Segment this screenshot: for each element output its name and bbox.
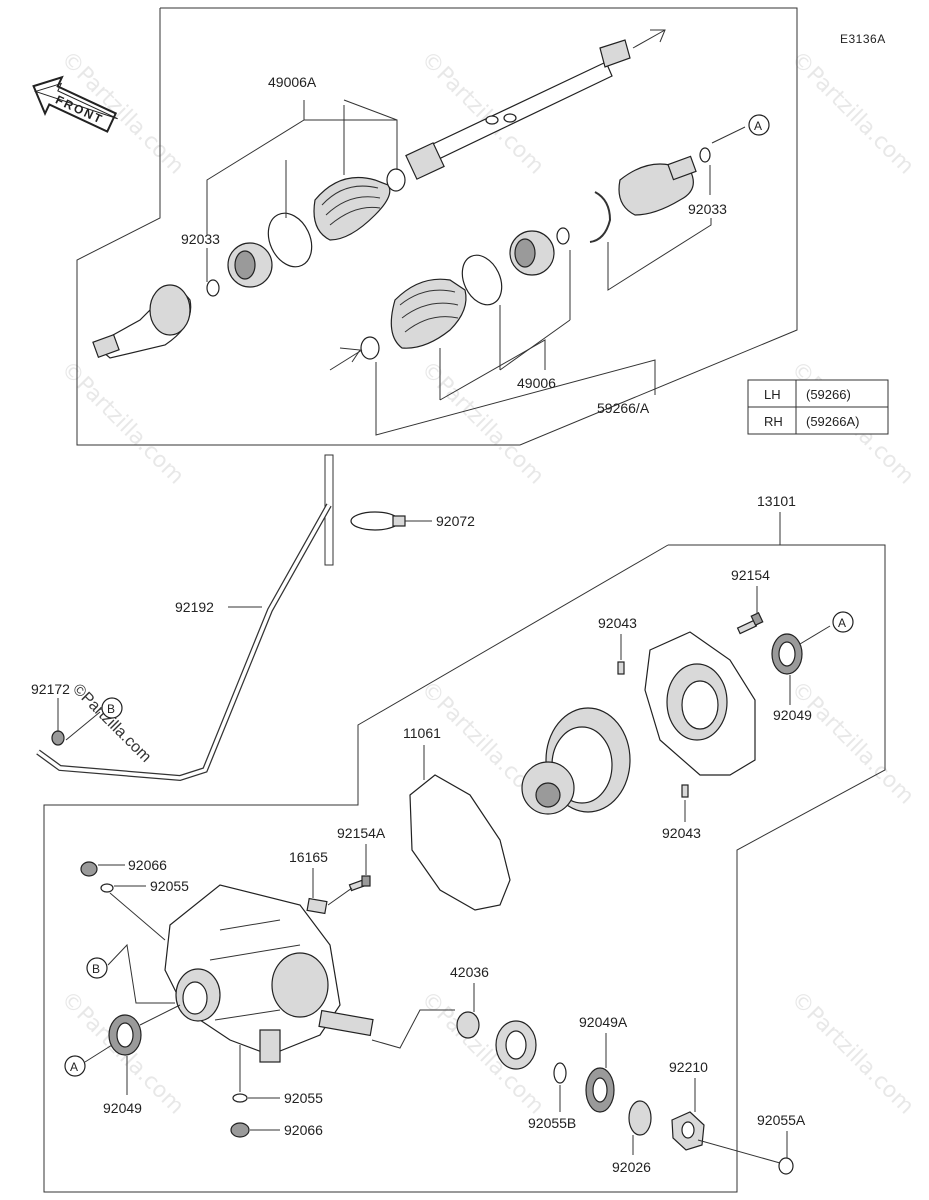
- boot-band-small-left: [386, 168, 406, 192]
- part-label: 92055: [150, 878, 189, 894]
- part-label: 92066: [284, 1122, 323, 1138]
- watermark: ©Partzilla.com: [786, 987, 919, 1120]
- dowel-pin-bottom: [681, 784, 689, 798]
- washer: [628, 1100, 652, 1136]
- watermark: ©Partzilla.com: [786, 677, 919, 810]
- pinion-shaft: [318, 1009, 374, 1037]
- callout-label: B: [107, 702, 115, 716]
- gear-case-housing: [164, 884, 341, 1063]
- callout-a-right: A: [832, 611, 854, 633]
- dowel-pin-top: [617, 661, 625, 675]
- cv-boot-right: [390, 278, 467, 349]
- snap-ring-right: [699, 147, 711, 163]
- callout-a-left: A: [64, 1055, 86, 1077]
- part-label: 92055B: [528, 1115, 576, 1131]
- bolt-92154: [736, 611, 764, 635]
- part-label: 92172: [31, 681, 70, 697]
- sleeve: [456, 1011, 480, 1039]
- part-label: 92043: [598, 615, 637, 631]
- o-ring-top: [100, 883, 114, 893]
- oil-seal-left: [108, 1014, 142, 1056]
- callout-b-left: B: [86, 957, 108, 979]
- watermark-dark: ©Partzilla.com: [69, 681, 154, 766]
- callout-label: A: [70, 1060, 78, 1074]
- part-label: 49006: [517, 375, 556, 391]
- table-part: (59266A): [806, 414, 859, 429]
- cv-cage-left: [227, 242, 273, 288]
- bracket: [306, 897, 328, 915]
- cv-cage-right: [509, 230, 555, 276]
- table-side: LH: [764, 387, 781, 402]
- drain-plug-bottom: [230, 1122, 250, 1138]
- part-label: 16165: [289, 849, 328, 865]
- callout-label: A: [754, 119, 762, 133]
- part-label: 92210: [669, 1059, 708, 1075]
- callout-b-top: B: [101, 697, 123, 719]
- part-label: 42036: [450, 964, 489, 980]
- watermark: ©Partzilla.com: [786, 47, 919, 180]
- part-label: 92066: [128, 857, 167, 873]
- o-ring-bottom: [232, 1093, 248, 1103]
- table-part: (59266): [806, 387, 851, 402]
- part-label: 92192: [175, 599, 214, 615]
- gasket: [409, 774, 511, 911]
- oil-seal-right: [771, 633, 803, 675]
- watermark: ©Partzilla.com: [56, 357, 189, 490]
- ring-gear-differential: [521, 707, 631, 815]
- cv-boot-left: [313, 176, 391, 241]
- cv-joint-outer: [92, 284, 192, 359]
- part-label: 92049: [773, 707, 812, 723]
- cv-joint-inner: [618, 155, 697, 216]
- callout-label: B: [92, 962, 100, 976]
- gearcase-panel-border: [43, 544, 886, 1193]
- table-side: RH: [764, 414, 783, 429]
- callout-a-top: A: [748, 114, 770, 136]
- part-label: 92033: [688, 201, 727, 217]
- lh-rh-table: LH (59266) RH (59266A): [747, 379, 889, 435]
- bolt-92154A: [348, 875, 371, 892]
- part-label: 92043: [662, 825, 701, 841]
- part-label: 92033: [181, 231, 220, 247]
- part-label: 92049A: [579, 1014, 628, 1030]
- snap-ring-mid: [556, 227, 570, 245]
- breather-hose: [36, 454, 334, 782]
- boot-band-small-right: [360, 336, 380, 360]
- circlip: [589, 191, 612, 243]
- bearing: [495, 1020, 537, 1070]
- drive-shaft: [405, 29, 666, 180]
- callout-label: A: [838, 616, 846, 630]
- part-label: 92072: [436, 513, 475, 529]
- part-label: 92026: [612, 1159, 651, 1175]
- part-label: 92055: [284, 1090, 323, 1106]
- part-label: 92055A: [757, 1112, 806, 1128]
- oil-seal-92049A: [585, 1067, 615, 1113]
- part-label: 92049: [103, 1100, 142, 1116]
- diagram-code: E3136A: [840, 32, 886, 46]
- part-label: 13101: [757, 493, 796, 509]
- drain-plug-top: [80, 861, 98, 877]
- snap-ring-left: [206, 279, 220, 297]
- o-ring-92055B: [553, 1062, 567, 1084]
- o-ring-92055A: [778, 1157, 794, 1175]
- part-label: 59266/A: [597, 400, 650, 416]
- part-label: 92154: [731, 567, 770, 583]
- part-label: 92154A: [337, 825, 386, 841]
- shaft-panel-border: [76, 7, 798, 446]
- boot-band-right: [461, 254, 503, 306]
- gear-case-cover: [644, 631, 756, 776]
- part-label: 11061: [403, 725, 441, 741]
- hose-clamp: [350, 511, 406, 531]
- leader-lines-top: [206, 99, 746, 436]
- nut: [671, 1111, 705, 1151]
- part-label: 49006A: [268, 74, 317, 90]
- boot-band-left: [267, 212, 313, 268]
